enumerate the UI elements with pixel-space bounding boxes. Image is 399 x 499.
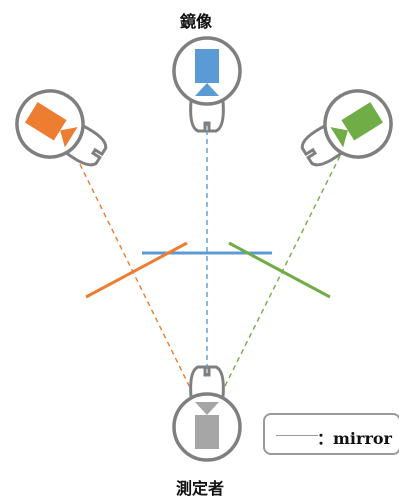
camera-icon — [24, 102, 67, 141]
orange-mirror — [85, 241, 188, 299]
camera-icon — [195, 415, 219, 449]
camera-lens-icon — [60, 127, 78, 148]
camera-icon — [341, 102, 384, 141]
green-mirror — [228, 241, 331, 299]
legend-mirror-line — [276, 435, 318, 436]
mirrors — [85, 241, 331, 299]
green-sight-line — [212, 139, 349, 411]
legend-text: ：mirror — [317, 429, 392, 448]
mirror-image-label: 鏡像 — [180, 12, 213, 31]
camera-lens-icon — [195, 402, 219, 415]
head-top-view-icon — [172, 36, 242, 133]
legend: ：mirror — [263, 413, 399, 455]
sight-lines — [67, 103, 349, 411]
camera-lens-icon — [195, 83, 219, 96]
measurer-label: 測定者 — [176, 479, 225, 498]
camera-icon — [195, 49, 219, 83]
camera-lens-icon — [330, 127, 348, 148]
head-top-view-icon — [172, 365, 242, 462]
head-top-view-icon — [15, 89, 108, 167]
head-top-view-icon — [300, 89, 393, 167]
orange-sight-line — [67, 139, 202, 411]
